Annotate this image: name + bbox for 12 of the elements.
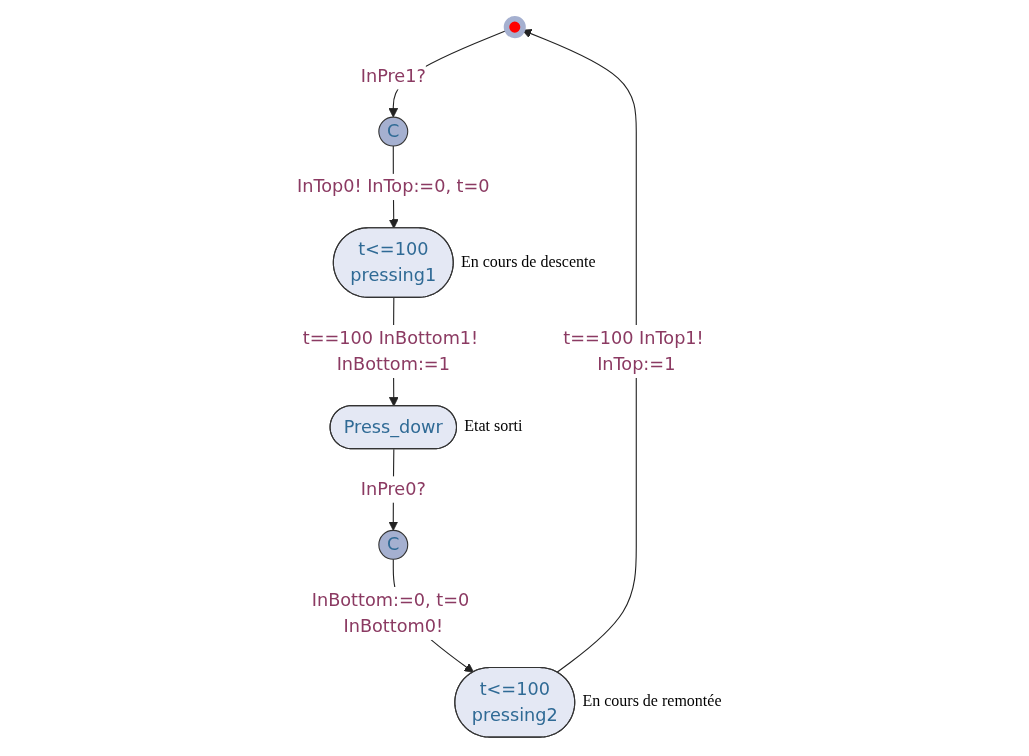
edge-label: InPre0? [360, 478, 426, 500]
edge-label: InBottom:=0, t=0 InBottom0! [311, 589, 469, 637]
edge-label: t==100 InBottom1! InBottom:=1 [302, 327, 478, 375]
edge-label: t==100 InTop1! InTop:=1 [562, 327, 704, 375]
annotation-text: En cours de remontée [582, 692, 722, 711]
annotation-text: Etat sorti [464, 417, 523, 436]
edge-label: InPre1? [360, 65, 426, 87]
annotation-text: En cours de descente [460, 252, 596, 271]
node-circle [503, 16, 526, 39]
node-circle: C [378, 529, 408, 560]
edge-label: InTop0! InTop:=0, t=0 [296, 175, 490, 197]
node-circle: C [378, 116, 408, 147]
